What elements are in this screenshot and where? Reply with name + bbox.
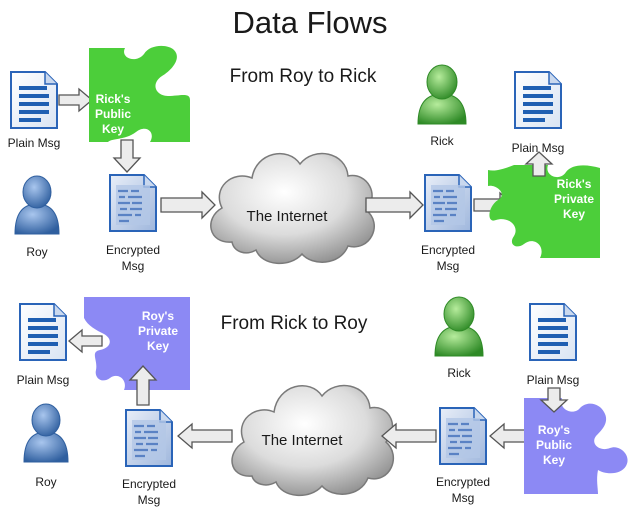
section-rick-to-roy: From Rick to Roy Plain Msg Roy's Private… [17,296,628,507]
encrypted-label-line2: Msg [452,491,475,505]
encrypted-label-line1: Encrypted [436,475,490,489]
plain-msg-label: Plain Msg [17,373,70,387]
key-label-line3: Key [543,453,565,467]
encrypted-label-line1: Encrypted [421,243,475,257]
encrypted-document-icon [124,408,174,468]
user-label: Roy [26,245,47,259]
encrypted-document-icon [423,173,473,233]
cloud-label: The Internet [247,208,329,225]
cloud-label: The Internet [262,432,344,449]
encrypted-document-icon [108,173,158,233]
arrow-icon [177,422,233,450]
document-icon [19,303,67,361]
user-icon [417,64,467,125]
key-label-line3: Key [147,339,169,353]
key-label-line3: Key [563,207,585,221]
key-label-line1: Rick's [96,92,131,106]
arrow-icon [160,190,216,220]
section-heading: From Roy to Rick [230,66,377,87]
key-label-line1: Roy's [142,309,175,323]
section-heading: From Rick to Roy [221,313,368,334]
arrow-icon [112,139,142,173]
key-label-line2: Private [554,192,594,206]
document-icon [10,71,58,129]
key-label-line2: Public [536,438,572,452]
cloud-icon [231,384,395,496]
arrow-icon [365,190,424,220]
plain-msg-label: Plain Msg [8,136,61,150]
section-roy-to-rick: From Roy to Rick Plain Msg Rick's Public… [8,45,600,273]
encrypted-document-icon [438,406,488,466]
document-icon [514,71,562,129]
arrow-icon [67,328,103,354]
key-label-line2: Private [138,324,178,338]
encrypted-label-line2: Msg [138,493,161,507]
encrypted-label-line1: Encrypted [122,477,176,491]
key-label-line2: Public [95,107,131,121]
user-icon [23,403,69,463]
arrow-icon [524,151,554,177]
page-title: Data Flows [232,5,387,40]
user-label: Rick [430,134,454,148]
arrow-icon [381,422,437,450]
key-label-line3: Key [102,122,124,136]
arrow-icon [128,365,158,406]
user-label: Rick [447,366,471,380]
puzzle-key-icon [524,398,628,494]
encrypted-label-line1: Encrypted [106,243,160,257]
document-icon [529,303,577,361]
puzzle-key-icon [84,297,190,390]
encrypted-label-line2: Msg [122,259,145,273]
plain-msg-label: Plain Msg [527,373,580,387]
plain-msg-label: Plain Msg [512,141,565,155]
cloud-icon [210,152,375,264]
user-icon [14,175,60,235]
encrypted-label-line2: Msg [437,259,460,273]
key-label-line1: Roy's [538,423,571,437]
key-label-line1: Rick's [557,177,592,191]
arrow-icon [539,387,569,413]
user-icon [434,296,484,357]
puzzle-key-icon [89,45,190,142]
user-label: Roy [35,475,56,489]
puzzle-key-icon [488,165,600,258]
arrow-icon [58,87,94,113]
